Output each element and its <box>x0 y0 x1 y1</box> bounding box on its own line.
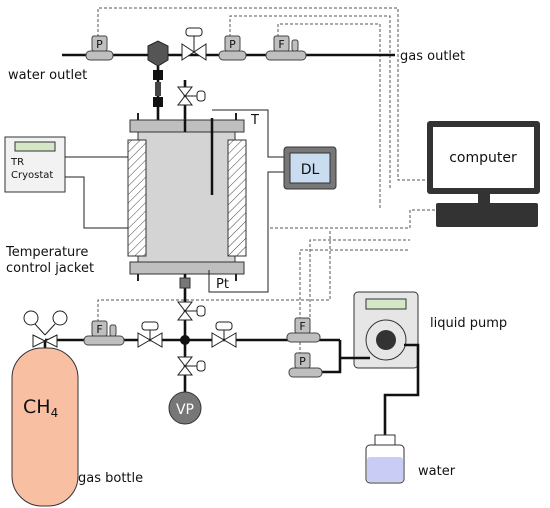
reactor-vessel <box>127 113 247 281</box>
gas-bottle-label: gas bottle <box>78 471 143 486</box>
svg-text:P: P <box>229 38 236 51</box>
water-outlet-label: water outlet <box>8 68 87 83</box>
svg-text:DL: DL <box>301 162 320 178</box>
pressure-sensor-top-left: P <box>85 35 114 61</box>
svg-text:F: F <box>299 320 305 333</box>
needle-valve-bottom-right <box>211 321 237 348</box>
svg-text:P: P <box>299 355 306 368</box>
pt-sensor: Pt <box>208 171 284 293</box>
svg-text:Pt: Pt <box>216 277 229 292</box>
svg-text:F: F <box>278 38 284 51</box>
data-logger: DL <box>283 146 337 190</box>
jacket-label-1: Temperature <box>5 245 88 260</box>
computer: computer <box>427 121 540 227</box>
svg-text:F: F <box>96 323 102 336</box>
svg-text:TR: TR <box>10 157 24 168</box>
gas-bottle: CH4 <box>11 310 79 507</box>
flow-meter-bottom-right: F <box>286 317 321 343</box>
water-label: water <box>418 464 456 479</box>
reactor-bottom-line <box>176 274 206 392</box>
needle-valve-top <box>181 27 207 61</box>
svg-text:P: P <box>96 38 103 51</box>
tr-cryostat: TR Cryostat <box>4 136 128 229</box>
hex-connector <box>147 40 169 67</box>
vacuum-pump: VP <box>168 356 206 425</box>
pressure-sensor-top-right: P <box>218 35 247 61</box>
liquid-pump <box>340 291 420 440</box>
flow-meter-top: F <box>265 35 307 61</box>
gas-outlet-label: gas outlet <box>400 49 465 64</box>
svg-text:computer: computer <box>449 150 517 166</box>
reactor-inlet-line <box>153 66 163 120</box>
valve-above-reactor <box>176 80 206 120</box>
svg-text:T: T <box>250 113 259 128</box>
jacket-label-2: control jacket <box>6 261 94 276</box>
thermocouple: T <box>212 109 284 158</box>
pressure-sensor-bottom: P <box>288 340 342 378</box>
svg-text:CH4: CH4 <box>23 396 58 420</box>
svg-text:Cryostat: Cryostat <box>11 170 53 181</box>
flow-meter-bottom-left: F <box>83 320 125 346</box>
svg-text:VP: VP <box>176 402 194 418</box>
liquid-pump-label: liquid pump <box>430 316 507 331</box>
needle-valve-bottom-left <box>137 321 163 348</box>
water-container <box>365 434 405 484</box>
